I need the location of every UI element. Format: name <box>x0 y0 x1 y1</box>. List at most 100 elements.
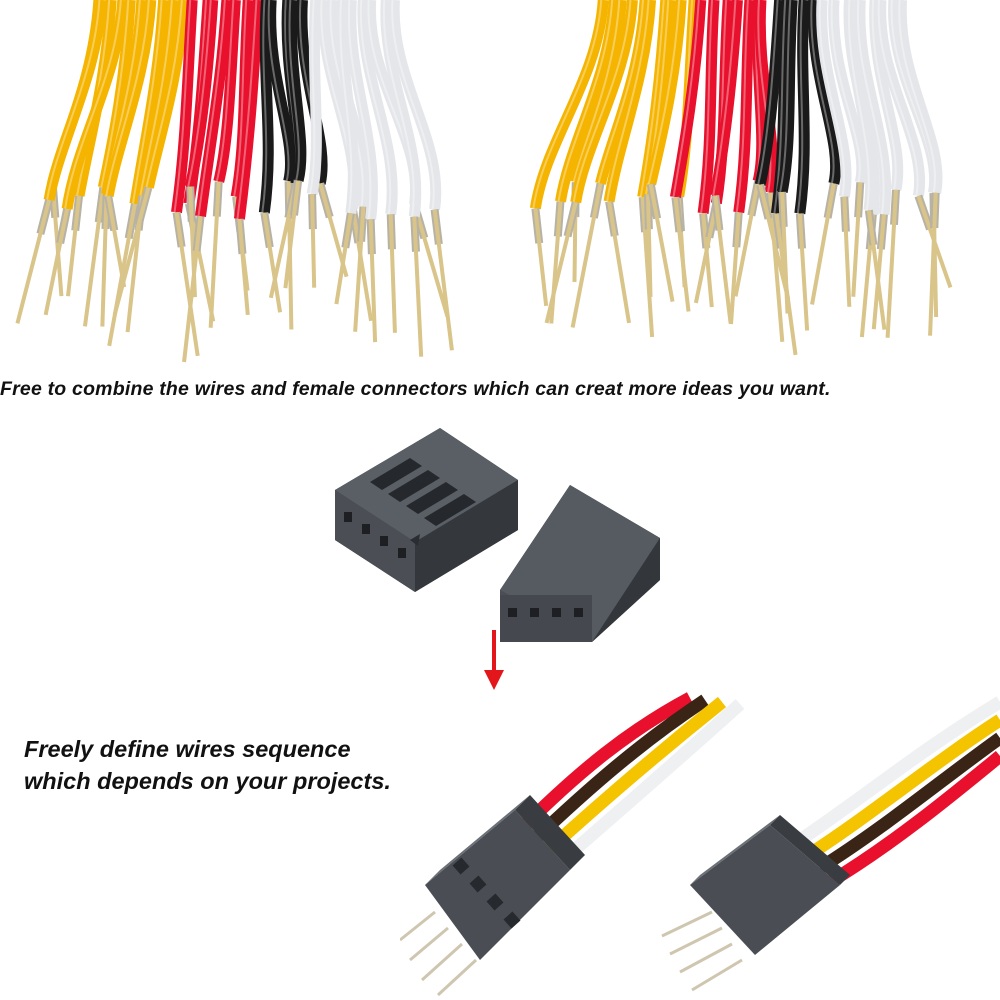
pin <box>412 203 450 318</box>
wire-bundle-right <box>510 0 980 370</box>
pin <box>208 181 221 328</box>
wire <box>733 0 756 214</box>
pin <box>885 189 898 338</box>
caption-define-sequence: Freely define wires sequence which depen… <box>24 733 474 797</box>
wire <box>709 0 743 197</box>
pin <box>350 207 374 322</box>
down-arrow-icon <box>482 630 506 692</box>
wire <box>336 0 359 214</box>
wire-highlight <box>288 0 300 181</box>
wire-highlight <box>757 0 772 193</box>
pin <box>174 212 200 357</box>
pin <box>797 213 810 331</box>
wire-highlight <box>145 0 183 188</box>
wire-highlight <box>572 0 632 203</box>
pin <box>533 208 549 307</box>
wire-highlight <box>572 0 621 183</box>
pin <box>182 216 203 363</box>
wire <box>555 0 620 203</box>
pin <box>693 202 719 304</box>
wire <box>233 0 264 220</box>
pin <box>100 194 109 327</box>
wire-highlight <box>187 0 212 187</box>
wire-bundle-right-graphic <box>529 0 953 356</box>
wire-highlight <box>796 0 804 214</box>
caption-define-sequence-line1: Freely define wires sequence <box>24 736 351 762</box>
pin <box>388 214 397 333</box>
pin <box>701 213 714 308</box>
pin <box>733 180 761 297</box>
wire-highlight <box>391 0 435 210</box>
wire <box>807 0 842 185</box>
wire <box>603 0 657 203</box>
wire-highlight <box>261 0 268 213</box>
wire-highlight <box>339 0 353 214</box>
wire-highlight <box>856 0 885 215</box>
wire <box>875 0 926 197</box>
pin <box>262 212 283 313</box>
wire-highlight <box>173 0 192 213</box>
wire-highlight <box>830 0 861 183</box>
wire <box>184 0 219 188</box>
wire <box>570 0 638 204</box>
pin <box>871 214 886 330</box>
pin <box>310 194 317 288</box>
pin <box>570 183 603 328</box>
wire-highlight <box>236 0 258 220</box>
wire-highlight <box>606 0 650 202</box>
pin <box>851 182 863 297</box>
wire <box>306 0 322 196</box>
wire <box>265 0 297 183</box>
pin <box>729 212 741 325</box>
pin <box>810 183 836 305</box>
wire-highlight <box>810 0 835 184</box>
wire-highlight <box>757 0 779 185</box>
pin <box>640 196 655 338</box>
wire <box>529 0 609 210</box>
wire <box>286 0 307 182</box>
wire <box>195 0 233 217</box>
pin <box>66 195 82 297</box>
pin <box>432 209 454 351</box>
female-housing-closed <box>500 485 660 642</box>
pin <box>544 201 578 324</box>
wire <box>43 0 107 201</box>
wire-highlight <box>847 0 870 211</box>
pin <box>645 194 653 297</box>
wire <box>171 0 198 214</box>
wire-highlight <box>871 0 897 190</box>
wire-bundle-left <box>0 0 470 370</box>
wire <box>388 0 442 211</box>
wire-highlight <box>647 0 681 185</box>
wire-highlight <box>267 0 290 182</box>
wire-highlight <box>105 0 150 197</box>
wire-highlight <box>735 0 749 213</box>
wire <box>129 0 170 205</box>
wire-highlight <box>139 0 173 196</box>
wire <box>816 0 852 198</box>
pin <box>713 195 733 324</box>
wire <box>645 0 687 186</box>
wire-highlight <box>779 0 792 193</box>
wire-highlight <box>532 0 603 209</box>
wire <box>895 0 943 194</box>
wire-highlight <box>309 0 316 195</box>
wire-highlight <box>64 0 122 210</box>
wire <box>357 0 398 215</box>
wire <box>697 0 720 214</box>
down-arrow-graphic <box>484 630 504 690</box>
pin <box>673 196 691 312</box>
wire-highlight <box>712 0 737 196</box>
pin <box>82 187 106 327</box>
wire-highlight <box>672 0 700 198</box>
pin <box>112 186 151 316</box>
wire-highlight <box>347 0 372 220</box>
wire <box>869 0 904 191</box>
wire-highlight <box>359 0 392 215</box>
wire-highlight <box>773 0 787 214</box>
pin <box>368 219 378 343</box>
pin <box>780 191 790 314</box>
pin <box>43 208 70 316</box>
pin <box>353 206 366 332</box>
wire-highlight <box>131 0 163 205</box>
